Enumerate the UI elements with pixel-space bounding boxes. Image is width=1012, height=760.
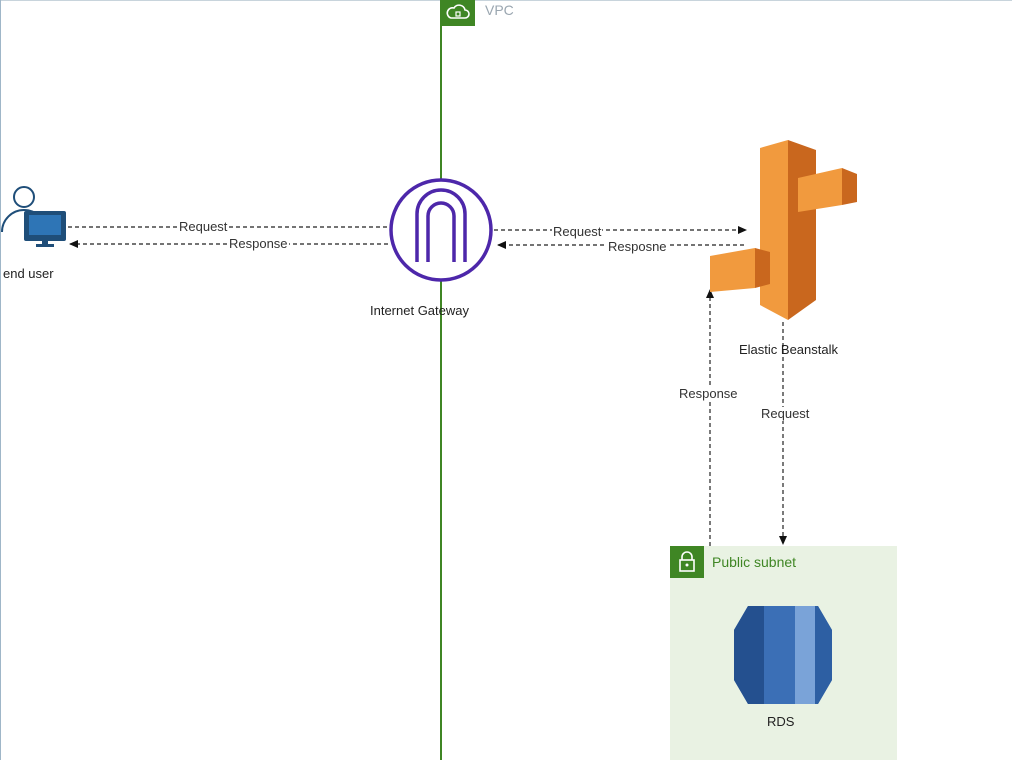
elastic-beanstalk-icon <box>710 140 857 320</box>
public-subnet-group: Public subnet <box>670 546 897 760</box>
edge-label-igw-to-user: Response <box>228 236 289 251</box>
rds-database-icon <box>734 606 832 704</box>
edge-label-eb-to-igw: Resposne <box>607 239 668 254</box>
elastic-beanstalk-label: Elastic Beanstalk <box>739 342 838 357</box>
subnet-label: Public subnet <box>712 554 797 570</box>
vpc-boundary-line <box>440 0 442 760</box>
frame-top-border <box>0 0 1012 1</box>
rds-label: RDS <box>767 714 795 729</box>
internet-gateway-label: Internet Gateway <box>370 303 469 318</box>
vpc-badge <box>441 0 475 26</box>
cloud-lock-icon <box>446 4 470 19</box>
vpc-label: VPC <box>485 2 514 18</box>
edge-label-user-to-igw: Request <box>178 219 229 234</box>
internet-gateway-icon <box>389 178 493 282</box>
frame-left-border <box>0 0 1 760</box>
edge-label-eb-to-rds: Request <box>760 406 811 421</box>
end-user-label: end user <box>3 266 54 281</box>
edge-label-igw-to-eb: Request <box>552 224 603 239</box>
lock-icon <box>679 551 695 572</box>
user-computer-icon <box>1 186 66 247</box>
edge-label-rds-to-eb: Response <box>678 386 739 401</box>
subnet-badge <box>670 546 704 578</box>
